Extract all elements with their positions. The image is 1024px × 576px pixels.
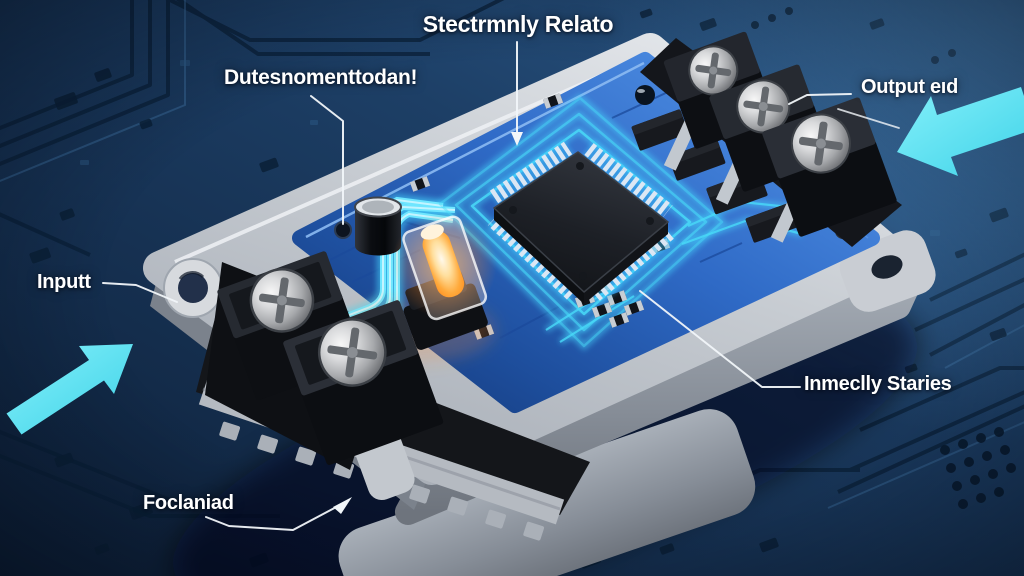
callout-lower-left-label: Foclaniad: [143, 492, 234, 514]
output-terminal-blocks: [640, 31, 902, 247]
callout-output-label: Output eıd: [861, 76, 958, 98]
output-arrow: [897, 87, 1024, 176]
leader-lines: [102, 41, 900, 531]
output-terminal-3: [762, 97, 897, 237]
leader-arrowheads: [333, 132, 523, 514]
microcontroller-chip: [485, 138, 677, 304]
input-arrow: [6, 344, 133, 435]
callout-title-label: Stectrmnly Relato: [422, 11, 614, 37]
relay-module: [143, 31, 936, 576]
pcb-screw-hole: [635, 85, 655, 105]
input-terminal-blocks: [217, 251, 444, 465]
mounting-hole-left: [163, 258, 223, 318]
input-terminal-2: [283, 300, 444, 465]
callout-lower-right-label: Inmeclly Staries: [804, 373, 952, 395]
callout-input-label: Inputt: [37, 271, 91, 293]
callout-upper-left-label: Dutesnomenttodan!: [224, 66, 418, 89]
